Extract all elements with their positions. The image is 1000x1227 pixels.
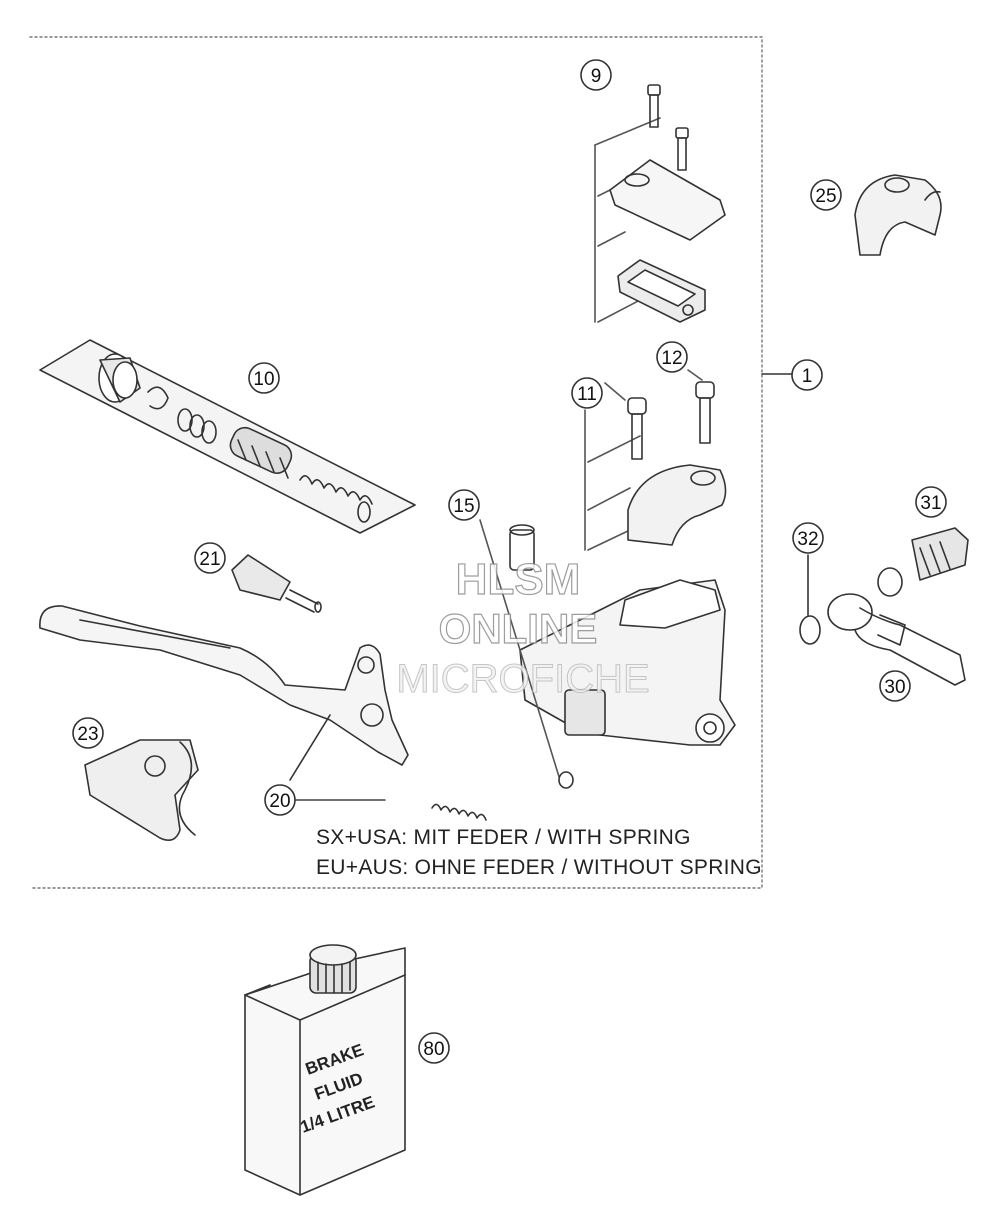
handlebar-clamp-25 bbox=[854, 174, 942, 256]
svg-text:1: 1 bbox=[802, 366, 813, 387]
svg-text:9: 9 bbox=[591, 66, 602, 87]
callout-15: 15 bbox=[448, 489, 480, 521]
lever-spring bbox=[431, 803, 487, 821]
watermark-line3: MICROFICHE bbox=[396, 657, 650, 702]
lever-cover-23 bbox=[84, 739, 199, 841]
svg-text:10: 10 bbox=[253, 369, 274, 390]
svg-text:20: 20 bbox=[269, 791, 290, 812]
brake-light-switch-21 bbox=[231, 554, 322, 613]
svg-text:32: 32 bbox=[797, 529, 818, 550]
callout-9: 9 bbox=[580, 59, 612, 91]
callout-80: 80 bbox=[418, 1032, 450, 1064]
svg-text:80: 80 bbox=[423, 1039, 444, 1060]
svg-text:30: 30 bbox=[884, 677, 905, 698]
callout-21: 21 bbox=[194, 542, 226, 574]
svg-text:11: 11 bbox=[577, 384, 597, 405]
callout-20: 20 bbox=[264, 784, 296, 816]
callout-1: 1 bbox=[791, 359, 823, 391]
master-cylinder-body bbox=[509, 524, 736, 746]
screw-15 bbox=[558, 771, 574, 789]
watermark-line2: ONLINE bbox=[438, 604, 598, 652]
brake-lever-20 bbox=[39, 605, 409, 766]
callout-30: 30 bbox=[879, 670, 911, 702]
callout-25: 25 bbox=[810, 179, 842, 211]
svg-text:23: 23 bbox=[77, 724, 98, 745]
svg-text:31: 31 bbox=[920, 493, 941, 514]
svg-text:25: 25 bbox=[815, 186, 836, 207]
watermark-line1: HLSM bbox=[455, 554, 581, 604]
svg-text:15: 15 bbox=[453, 496, 474, 517]
callout-31: 31 bbox=[915, 486, 947, 518]
reservoir-cap-group bbox=[594, 84, 726, 323]
repair-kit-10 bbox=[39, 339, 416, 534]
callout-23: 23 bbox=[72, 717, 104, 749]
callout-10: 10 bbox=[248, 362, 280, 394]
brake-fluid-bottle-80: BRAKE FLUID 1/4 LITRE bbox=[244, 944, 406, 1196]
note-with-spring: SX+USA: MIT FEDER / WITH SPRING bbox=[316, 826, 691, 849]
svg-text:12: 12 bbox=[661, 348, 682, 369]
hot-start-group bbox=[799, 527, 969, 686]
callout-32: 32 bbox=[792, 522, 824, 554]
note-without-spring: EU+AUS: OHNE FEDER / WITHOUT SPRING bbox=[316, 856, 762, 879]
callout-12: 12 bbox=[656, 341, 688, 373]
clamp-group-11-12 bbox=[584, 381, 727, 551]
callout-11: 11 bbox=[571, 377, 603, 409]
svg-text:21: 21 bbox=[199, 549, 220, 570]
assembly-boundary bbox=[29, 36, 763, 889]
